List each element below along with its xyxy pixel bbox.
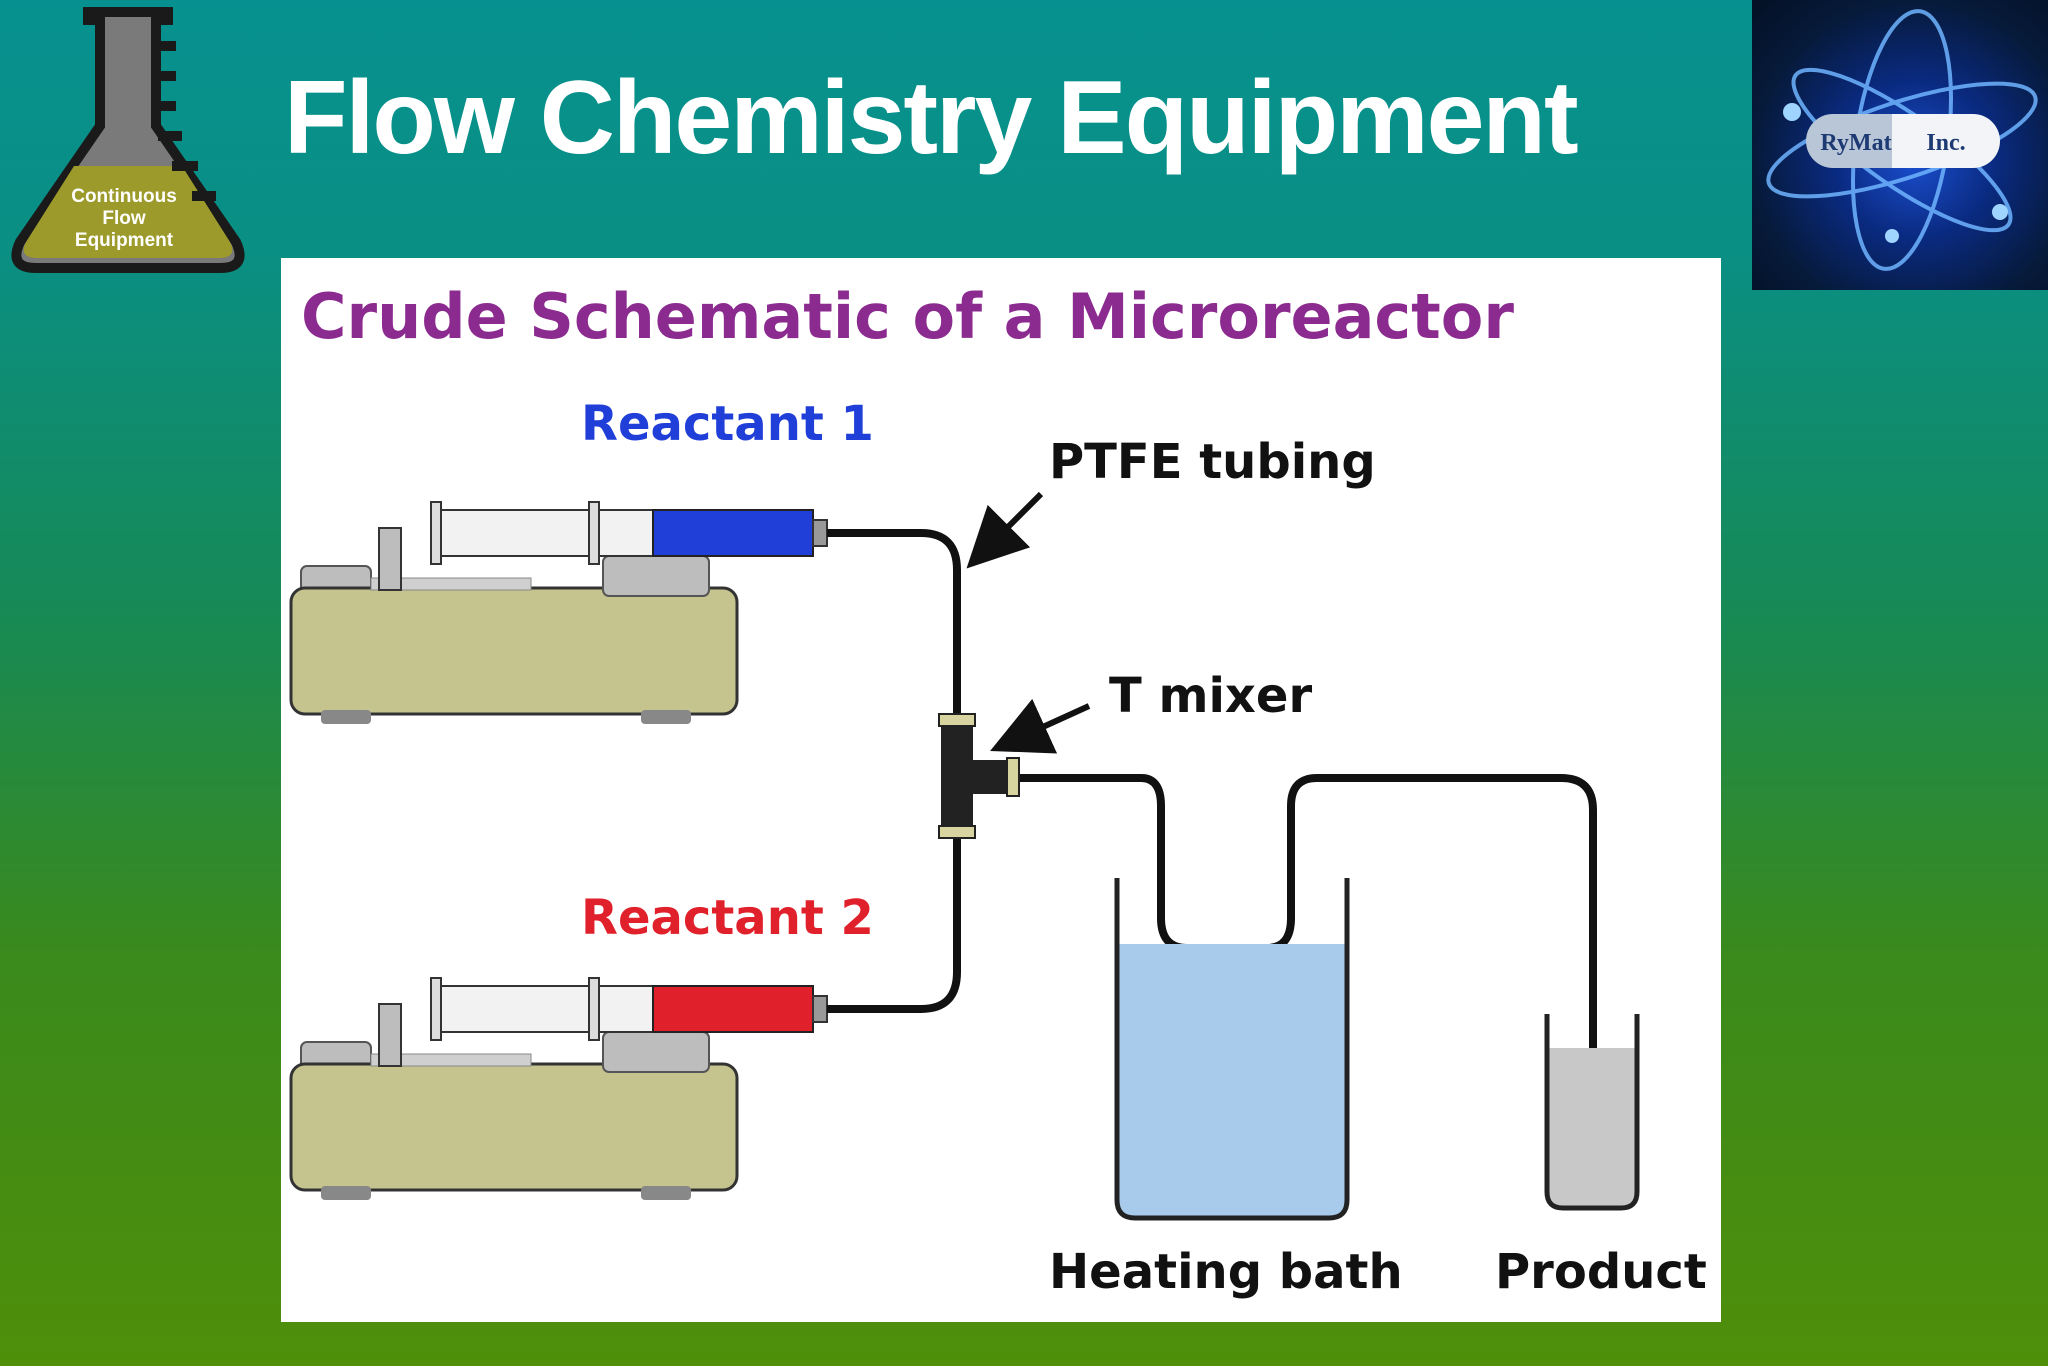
t-mixer-arrow	[990, 698, 1091, 754]
capsule-right	[1892, 114, 2000, 168]
microreactor-schematic: Crude Schematic of a Microreactor Reacta…	[281, 258, 1721, 1322]
syringe-1-barrel	[438, 509, 654, 557]
reactant2-label: Reactant 2	[581, 890, 874, 946]
product-beaker	[1544, 1014, 1640, 1211]
flask-label-line3: Equipment	[75, 230, 174, 251]
syringe-1-reactant	[652, 509, 814, 557]
diagram-title: Crude Schematic of a Microreactor	[301, 280, 1514, 353]
company-logo-text-right: Inc.	[1926, 130, 1965, 156]
slide-title: Flow Chemistry Equipment	[284, 60, 1579, 176]
heating-bath	[1114, 878, 1350, 1221]
ptfe-tubing-label: PTFE tubing	[1049, 434, 1376, 490]
syringe-pump-1	[289, 501, 828, 724]
flask-liquid	[23, 166, 233, 258]
syringe-pump-2	[289, 977, 828, 1200]
capsule-left	[1806, 114, 1918, 168]
company-logo: RyMat Inc.	[1752, 0, 2048, 290]
product-label: Product	[1495, 1244, 1707, 1300]
ptfe-tubing-arrow	[966, 491, 1044, 569]
syringe-2-reactant	[652, 985, 814, 1033]
atom-logo-icon: RyMat Inc.	[1766, 9, 2038, 271]
schematic-drawing: Crude Schematic of a Microreactor Reacta…	[289, 280, 1707, 1300]
t-mixer	[938, 713, 1020, 839]
flask-logo-icon: Continuous Flow Equipment	[11, 7, 245, 273]
t-mixer-label: T mixer	[1109, 668, 1312, 724]
flask-label-line1: Continuous	[71, 186, 177, 207]
company-logo-text-left: RyMat	[1820, 130, 1891, 156]
syringe-2-barrel	[438, 985, 654, 1033]
flask-label-line2: Flow	[102, 208, 145, 229]
reactant1-label: Reactant 1	[581, 396, 874, 452]
heating-bath-label: Heating bath	[1049, 1244, 1403, 1300]
